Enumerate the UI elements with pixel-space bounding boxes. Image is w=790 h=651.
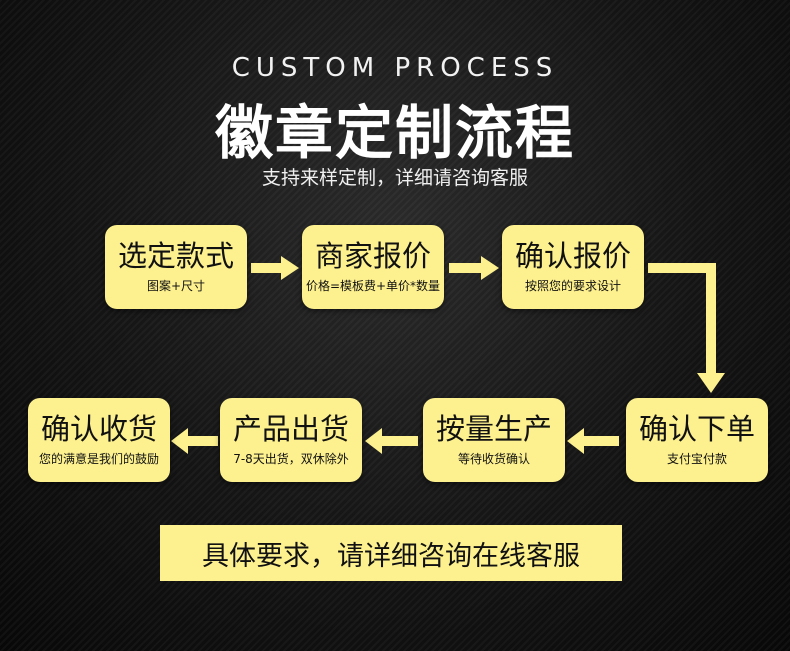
step-shipping: 产品出货 7-8天出货，双休除外 [220,398,362,482]
step-title: 商家报价 [314,238,431,273]
arrow-3-to-4 [648,263,725,393]
arrow-2-to-3 [449,256,499,280]
step-merchant-quote: 商家报价 价格=模板费+单价*数量 [302,225,444,309]
arrow-5-to-6 [365,428,418,454]
step-title: 按量生产 [435,411,552,446]
arrow-4-to-5 [567,428,619,454]
arrow-6-to-7 [171,428,218,454]
step-subtitle: 您的满意是我们的鼓励 [38,452,159,467]
step-confirm-quote: 确认报价 按照您的要求设计 [502,225,644,309]
contact-service-banner: 具体要求，请详细咨询在线客服 [160,525,622,581]
step-subtitle: 价格=模板费+单价*数量 [305,279,441,294]
step-subtitle: 7-8天出货，双休除外 [233,452,349,467]
step-title: 选定款式 [117,238,234,273]
step-title: 确认收货 [40,411,157,446]
step-subtitle: 支付宝付款 [666,452,727,467]
step-title: 确认下单 [638,411,755,446]
step-confirm-order: 确认下单 支付宝付款 [626,398,768,482]
step-title: 产品出货 [232,411,349,446]
step-confirm-receipt: 确认收货 您的满意是我们的鼓励 [28,398,170,482]
step-subtitle: 等待收货确认 [457,452,530,467]
arrow-1-to-2 [251,256,299,280]
page-title: 徽章定制流程 [214,99,575,167]
step-select-style: 选定款式 图案+尺寸 [105,225,247,309]
subtitle: 支持来样定制，详细请咨询客服 [261,167,528,189]
step-subtitle: 图案+尺寸 [146,279,206,294]
step-title: 确认报价 [514,238,631,273]
step-production: 按量生产 等待收货确认 [423,398,565,482]
step-subtitle: 按照您的要求设计 [524,279,621,294]
eyebrow-heading: CUSTOM PROCESS [231,53,559,83]
